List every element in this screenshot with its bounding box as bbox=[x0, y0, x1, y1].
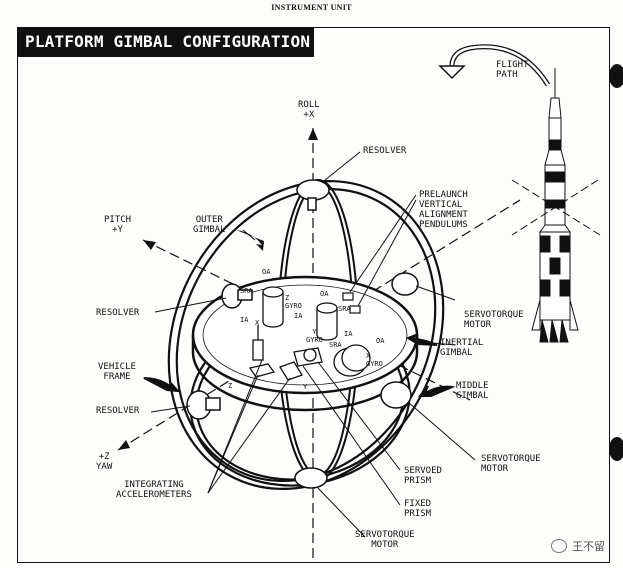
middle-gimbal-label: MIDDLE GIMBAL bbox=[456, 381, 489, 401]
oa-label-3: OA bbox=[376, 337, 385, 345]
resolver-left bbox=[221, 283, 253, 309]
servotorque-motor-bottom-label: SERVOTORQUE MOTOR bbox=[355, 530, 415, 550]
leader-lines bbox=[150, 151, 476, 538]
roll-axis-arrow bbox=[308, 128, 318, 140]
yaw-axis-label: +Z YAW bbox=[96, 452, 113, 472]
inertial-gimbal-label: INERTIAL GIMBAL bbox=[440, 338, 484, 358]
watermark-text: 王不留 bbox=[572, 540, 605, 553]
servotorque-right bbox=[391, 272, 419, 296]
prism-assembly bbox=[293, 347, 323, 367]
pitch-axis-arrow bbox=[143, 240, 156, 250]
rocket-icon bbox=[531, 68, 579, 343]
ia-label-2: IA bbox=[294, 312, 303, 320]
ia-label-3: IA bbox=[344, 330, 353, 338]
fixed-prism-label: FIXED PRISM bbox=[404, 499, 432, 519]
servotorque-motor-right-label: SERVOTORQUE MOTOR bbox=[464, 310, 524, 330]
outer-gimbal-pointer bbox=[236, 230, 264, 251]
y-gyro bbox=[316, 302, 338, 341]
middle-gimbal-arrow bbox=[417, 385, 456, 397]
flight-path-label: FLIGHT PATH bbox=[496, 60, 529, 80]
inertial-gimbal-arrow bbox=[405, 333, 438, 346]
servotorque-motor-lower-right-label: SERVOTORQUE MOTOR bbox=[481, 454, 541, 474]
prelaunch-pendulums-label: PRELAUNCH VERTICAL ALIGNMENT PENDULUMS bbox=[419, 190, 468, 230]
vehicle-frame-label: VEHICLE FRAME bbox=[98, 362, 136, 382]
watermark: 王不留 bbox=[551, 538, 605, 554]
servoed-prism-label: SERVOED PRISM bbox=[404, 466, 442, 486]
servotorque-bottom bbox=[294, 467, 328, 489]
vehicle-frame-arrow bbox=[143, 377, 181, 393]
pendulum-blocks bbox=[342, 292, 361, 314]
resolver-top-label: RESOLVER bbox=[363, 146, 407, 156]
wechat-icon bbox=[551, 539, 567, 553]
integrating-accelerometers-label: INTEGRATING ACCELEROMETERS bbox=[116, 480, 192, 500]
resolver-lower-left bbox=[186, 390, 221, 420]
sra-label-2: SRA bbox=[338, 305, 351, 313]
roll-axis-label: ROLL +X bbox=[298, 100, 320, 120]
ia-label-1: IA bbox=[240, 316, 249, 324]
y-gyro-label: Y GYRO bbox=[306, 328, 323, 344]
figure-title: PLATFORM GIMBAL CONFIGURATION bbox=[17, 27, 314, 57]
sra-label-3: SRA bbox=[329, 341, 342, 349]
resolver-top bbox=[296, 179, 330, 211]
resolver-left-label: RESOLVER bbox=[96, 308, 140, 318]
y-accel-label: Y bbox=[303, 383, 308, 391]
outer-gimbal-label: OUTER GIMBAL bbox=[193, 215, 226, 235]
sra-label-1: SRA bbox=[240, 287, 253, 295]
z-accel-label: Z bbox=[228, 382, 233, 390]
resolver-lower-label: RESOLVER bbox=[96, 406, 140, 416]
z-gyro bbox=[262, 286, 284, 328]
rocket-axis-line bbox=[511, 179, 601, 236]
y-accelerometer bbox=[279, 361, 303, 381]
oa-label-1: OA bbox=[262, 268, 271, 276]
oa-label-2: OA bbox=[320, 290, 329, 298]
binder-hole-bottom bbox=[609, 437, 623, 461]
page-header: INSTRUMENT UNIT bbox=[271, 3, 352, 12]
servotorque-middle-right bbox=[380, 381, 412, 409]
z-gyro-label: Z GYRO bbox=[285, 294, 302, 310]
binder-hole-top bbox=[609, 64, 623, 88]
pitch-axis-label: PITCH +Y bbox=[104, 215, 132, 235]
x-gyro bbox=[333, 344, 371, 377]
x-gyro-label: X GYRO bbox=[366, 352, 383, 368]
x-accelerometer bbox=[252, 325, 264, 361]
x-accel-label: X bbox=[255, 319, 260, 327]
yaw-axis-arrow bbox=[118, 440, 130, 450]
